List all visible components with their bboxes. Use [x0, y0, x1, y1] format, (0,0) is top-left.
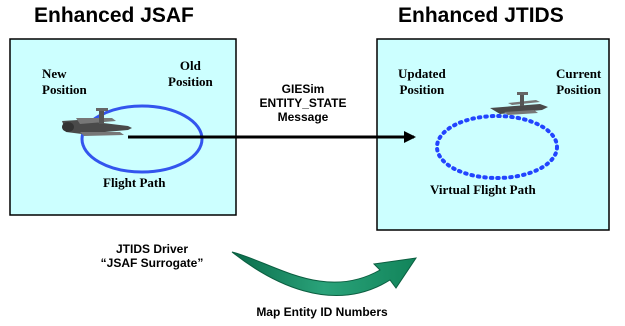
aircraft-icon-left — [62, 108, 132, 136]
flight-path-ellipse — [80, 104, 204, 174]
current-position-label: Current Position — [556, 66, 602, 97]
virtual-flight-path-label: Virtual Flight Path — [430, 182, 536, 197]
virtual-flight-path-ellipse — [435, 114, 559, 180]
message-label: GIESim ENTITY_STATE Message — [259, 82, 347, 124]
aircraft-icon-right — [490, 92, 548, 115]
map-entity-label: Map Entity ID Numbers — [256, 305, 388, 319]
flight-path-label: Flight Path — [103, 175, 166, 190]
new-position-label: New Position — [42, 66, 87, 97]
right-title: Enhanced JTIDS — [398, 4, 564, 27]
driver-label: JTIDS Driver “JSAF Surrogate” — [100, 242, 204, 270]
left-title: Enhanced JSAF — [34, 4, 194, 27]
map-curved-arrow — [231, 251, 418, 296]
updated-position-label: Updated Position — [398, 66, 446, 97]
old-position-label: Old Position — [168, 58, 213, 89]
